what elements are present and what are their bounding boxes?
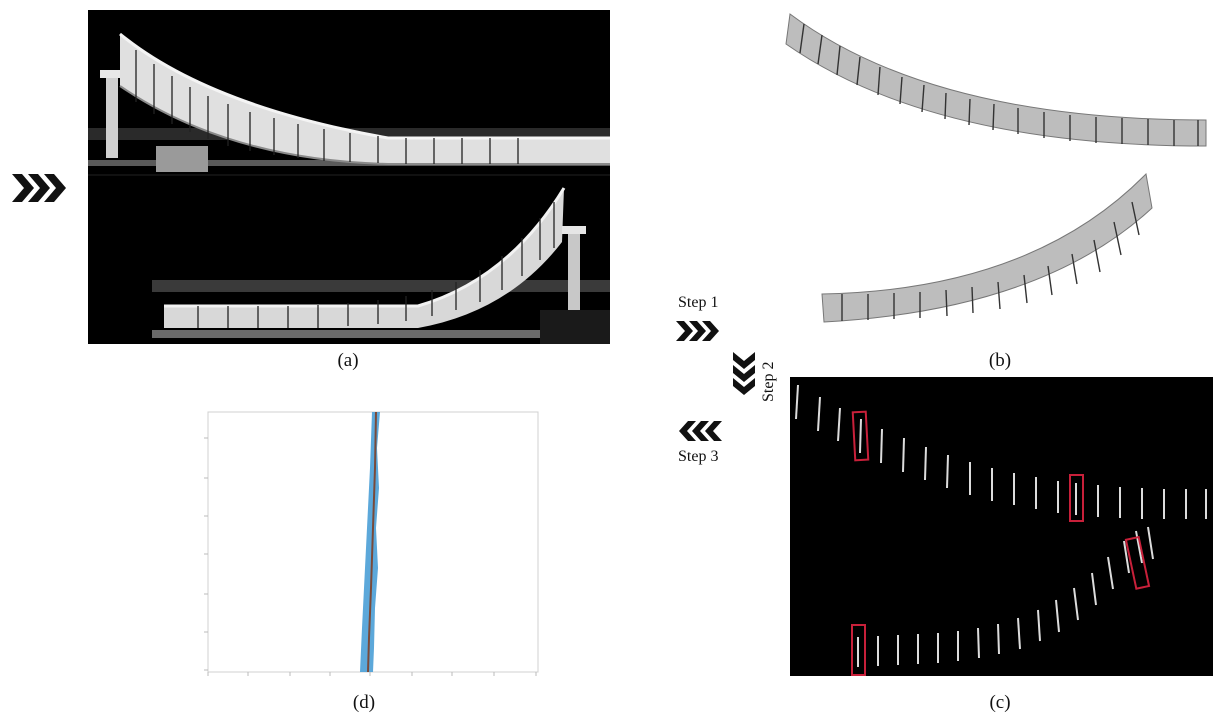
panel-c-marker-detection [790,377,1213,676]
triple-chevron-down-icon [733,352,755,395]
step1-arrow [674,318,724,344]
caption-d: (d) [352,692,376,713]
triple-chevron-right-icon [676,321,719,341]
panel-d-centerline-plot [190,408,544,688]
step2-arrow [730,350,758,400]
panel-b-segmented-beams [782,10,1212,340]
step2-label: Step 2 [760,361,777,402]
triple-chevron-right-icon [12,174,66,202]
caption-a: (a) [337,350,359,371]
panel-a-photo [88,10,610,344]
caption-c: (c) [989,692,1011,713]
entry-arrow [10,170,66,206]
step3-arrow [674,418,724,444]
step3-label: Step 3 [678,448,719,465]
caption-b: (b) [988,350,1012,371]
triple-chevron-left-icon [679,421,722,441]
step1-label: Step 1 [678,294,719,311]
